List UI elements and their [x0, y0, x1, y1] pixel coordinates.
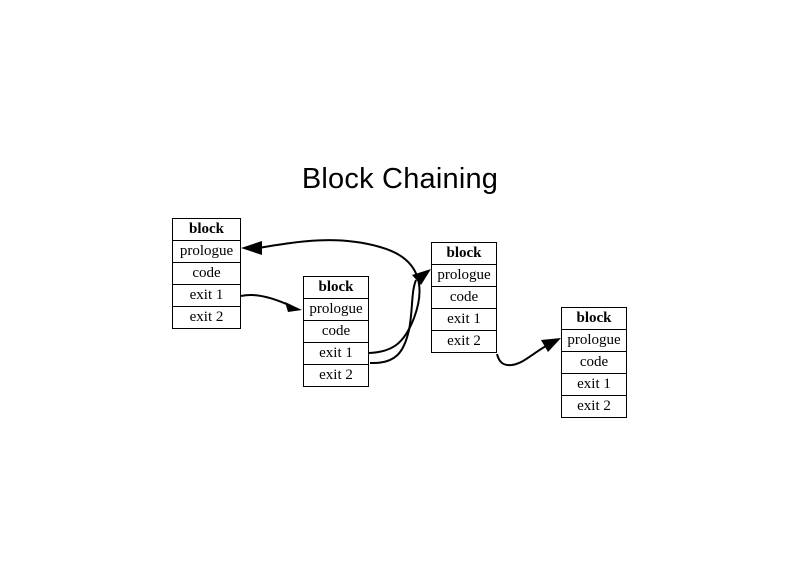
block-1-row-exit-1: exit 1: [172, 284, 241, 307]
block-3-row-header: block: [431, 242, 497, 265]
block-4-row-header: block: [561, 307, 627, 330]
block-1-row-header: block: [172, 218, 241, 241]
block-4-row-exit-1: exit 1: [561, 373, 627, 396]
block-node-3: block prologue code exit 1 exit 2: [431, 242, 497, 353]
block-3-row-prologue: prologue: [431, 264, 497, 287]
block-2-row-exit-1: exit 1: [303, 342, 369, 365]
block-1-row-code: code: [172, 262, 241, 285]
page-title: Block Chaining: [301, 163, 499, 195]
block-3-row-exit-1: exit 1: [431, 308, 497, 331]
block-2-row-code: code: [303, 320, 369, 343]
edge-block2-to-block3-prologue: [369, 269, 431, 365]
block-3-row-code: code: [431, 286, 497, 309]
block-2-row-header: block: [303, 276, 369, 299]
block-1-row-exit-2: exit 2: [172, 306, 241, 329]
block-2-row-exit-2: exit 2: [303, 364, 369, 387]
block-1-row-prologue: prologue: [172, 240, 241, 263]
block-4-row-prologue: prologue: [561, 329, 627, 352]
block-4-row-code: code: [561, 351, 627, 374]
block-2-row-prologue: prologue: [303, 298, 369, 321]
block-4-row-exit-2: exit 2: [561, 395, 627, 418]
block-3-row-exit-2: exit 2: [431, 330, 497, 353]
block-node-1: block prologue code exit 1 exit 2: [172, 218, 241, 329]
block-node-2: block prologue code exit 1 exit 2: [303, 276, 369, 387]
edge-block3-to-block4-prologue: [496, 338, 561, 367]
edge-block1-exit1-to-block2-prologue: [240, 294, 302, 312]
block-node-4: block prologue code exit 1 exit 2: [561, 307, 627, 418]
